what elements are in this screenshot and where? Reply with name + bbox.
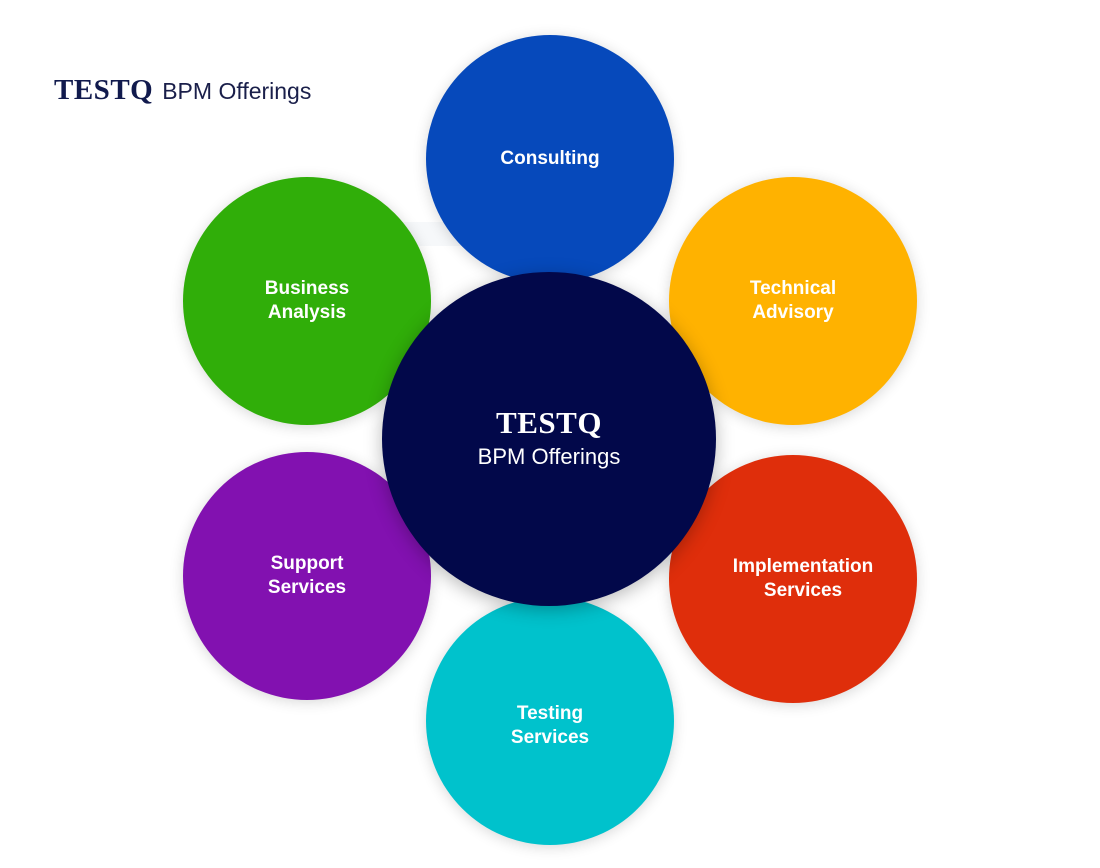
offering-circle-support-services[interactable]: Support Services bbox=[183, 452, 431, 700]
offering-label: Support Services bbox=[267, 553, 347, 598]
offering-circle-implementation-services[interactable]: Implementation Services bbox=[669, 455, 917, 703]
offering-label: Consulting bbox=[500, 148, 600, 169]
page-title: BPM Offerings bbox=[162, 78, 312, 104]
offering-label: Implementation Services bbox=[732, 556, 874, 601]
offering-circle-testing-services[interactable]: Testing Services bbox=[426, 597, 674, 845]
offering-circle-consulting[interactable]: Consulting bbox=[426, 35, 674, 283]
offering-label: Testing Services bbox=[510, 703, 590, 748]
offering-circle-technical-advisory[interactable]: Technical Advisory bbox=[669, 177, 917, 425]
page-header: TESTQ BPM Offerings bbox=[54, 74, 311, 108]
brand-logo-text: TESTQ bbox=[54, 74, 154, 106]
center-hub-circle: TESTQ BPM Offerings bbox=[382, 272, 716, 606]
offering-label: Technical Advisory bbox=[749, 278, 837, 323]
center-brand: TESTQ bbox=[496, 405, 602, 440]
offering-label: Business Analysis bbox=[264, 278, 350, 323]
center-subtitle: BPM Offerings bbox=[477, 444, 621, 469]
offering-circle-business-analysis[interactable]: Business Analysis bbox=[183, 177, 431, 425]
